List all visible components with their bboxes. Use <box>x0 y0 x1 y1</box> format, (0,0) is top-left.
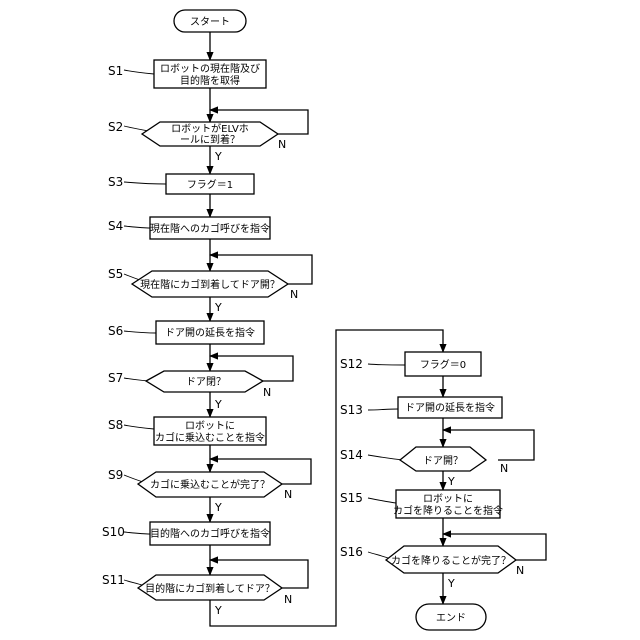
step-s16-id: S16 <box>340 545 363 559</box>
start-label: スタート <box>190 16 230 28</box>
step-s14-text: ドア開？ <box>423 455 463 467</box>
step-s11-id: S11 <box>102 573 125 587</box>
shape-texts: スタート ロボットの現在階及び 目的階を取得 ロボットがELVホ ールに到着？ … <box>140 16 511 624</box>
step-s2-text-1: ロボットがELVホ <box>171 122 249 135</box>
step-s8-text-1: ロボットに <box>185 420 235 432</box>
step-s7-text: ドア閉？ <box>186 376 226 388</box>
step-s11-text: 目的階にカゴ到着してドア？ <box>145 582 275 595</box>
step-s4-id: S4 <box>108 219 123 233</box>
step-s7-id: S7 <box>108 371 123 385</box>
step-s10-text: 目的階へのカゴ呼びを指令 <box>150 527 270 540</box>
step-s8-text-2: カゴに乗込むことを指令 <box>155 431 265 444</box>
s2-no-label: N <box>278 138 286 151</box>
s5-yes-label: Y <box>214 301 222 314</box>
step-s3-id: S3 <box>108 175 123 189</box>
s5-no-label: N <box>290 288 298 301</box>
step-s5-text: 現在階にカゴ到着してドア開？ <box>140 278 280 291</box>
s7-yes-label: Y <box>214 398 222 411</box>
step-s9-text: カゴに乗込むことが完了？ <box>150 478 270 491</box>
s16-no-label: N <box>516 564 524 577</box>
s14-yes-label: Y <box>447 475 455 488</box>
step-s9-id: S9 <box>108 468 123 482</box>
step-s2-text-2: ールに到着？ <box>180 133 240 146</box>
step-s2-id: S2 <box>108 120 123 134</box>
s7-no-label: N <box>263 386 271 399</box>
s14-no-label: N <box>500 462 508 475</box>
step-s12-text: フラグ＝0 <box>420 358 466 371</box>
step-s3-text: フラグ＝1 <box>187 178 233 191</box>
step-s1-text-1: ロボットの現在階及び <box>160 63 260 75</box>
s2-yes-label: Y <box>214 150 222 163</box>
s9-yes-label: Y <box>214 501 222 514</box>
step-s1-id: S1 <box>108 64 123 78</box>
s11-yes-label: Y <box>214 604 222 617</box>
step-s15-text-2: カゴを降りることを指令 <box>393 504 503 517</box>
s9-no-label: N <box>284 488 292 501</box>
step-s15-text-1: ロボットに <box>423 493 473 505</box>
s16-yes-label: Y <box>447 577 455 590</box>
step-s15-id: S15 <box>340 491 363 505</box>
end-label: エンド <box>436 613 466 624</box>
step-s4-text: 現在階へのカゴ呼びを指令 <box>150 222 270 235</box>
step-s5-id: S5 <box>108 267 123 281</box>
step-s16-text: カゴを降りることが完了？ <box>391 554 511 567</box>
step-s6-id: S6 <box>108 324 123 338</box>
step-s13-text: ドア開の延長を指令 <box>405 401 495 414</box>
step-s10-id: S10 <box>102 525 125 539</box>
step-s1-text-2: 目的階を取得 <box>180 74 240 87</box>
s11-no-label: N <box>284 593 292 606</box>
step-s12-id: S12 <box>340 357 363 371</box>
step-s6-text: ドア開の延長を指令 <box>165 326 255 339</box>
step-s8-id: S8 <box>108 418 123 432</box>
step-s13-id: S13 <box>340 403 363 417</box>
step-s14-id: S14 <box>340 448 363 462</box>
